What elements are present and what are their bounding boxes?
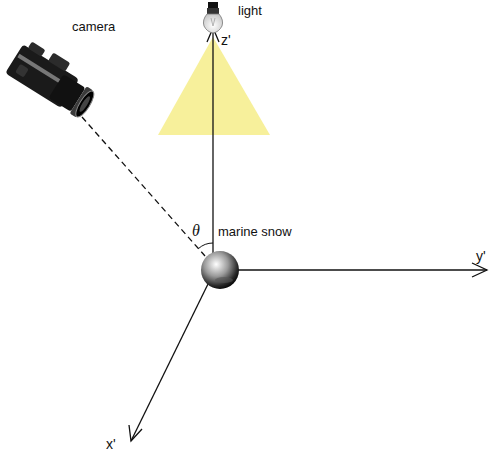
angle-label: θ <box>192 222 200 240</box>
angle-arc <box>199 243 214 249</box>
particle-label: marine snow <box>218 225 292 240</box>
marine-snow-particle <box>201 251 239 289</box>
light-cone <box>158 37 270 135</box>
sphere-reflection <box>215 277 233 283</box>
axis-label: y' <box>476 248 486 264</box>
camera-icon <box>5 37 103 121</box>
light-label: light <box>238 4 262 19</box>
z-axis <box>212 28 213 262</box>
view-line <box>82 117 205 256</box>
x-arrowhead <box>129 425 142 441</box>
y-axis <box>230 269 487 270</box>
x-axis <box>131 284 208 441</box>
axis-label: x' <box>106 436 116 452</box>
axis-label: z' <box>221 32 231 48</box>
y-arrowhead <box>472 263 487 277</box>
light-bulb <box>203 2 222 33</box>
camera-label: camera <box>72 20 115 35</box>
